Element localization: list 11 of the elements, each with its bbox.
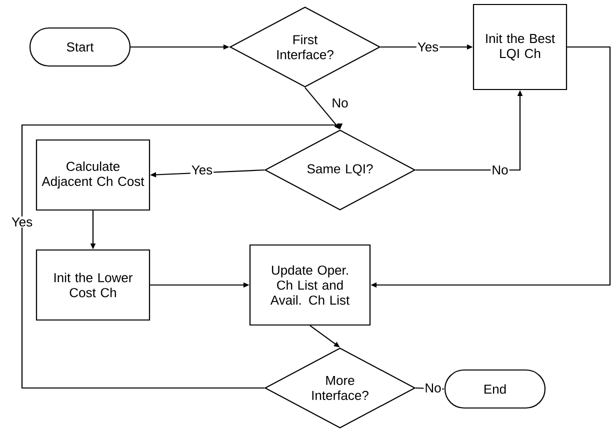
edge-label: Yes [10,216,34,228]
process-box: Update Oper. Ch List and Avail. Ch List [249,244,371,326]
edge-label: No [330,97,350,109]
edge-label: Yes [416,41,440,53]
arrow [21,123,343,389]
edge-label: Yes [190,164,214,176]
process-box: Init the Best LQI Ch [472,4,568,90]
edge-label: No [424,382,442,394]
process-box: Init the Lower Cost Ch [36,249,150,321]
process-box: Calculate Adjacent Ch Cost [36,139,150,211]
edge-label: No [490,164,510,176]
